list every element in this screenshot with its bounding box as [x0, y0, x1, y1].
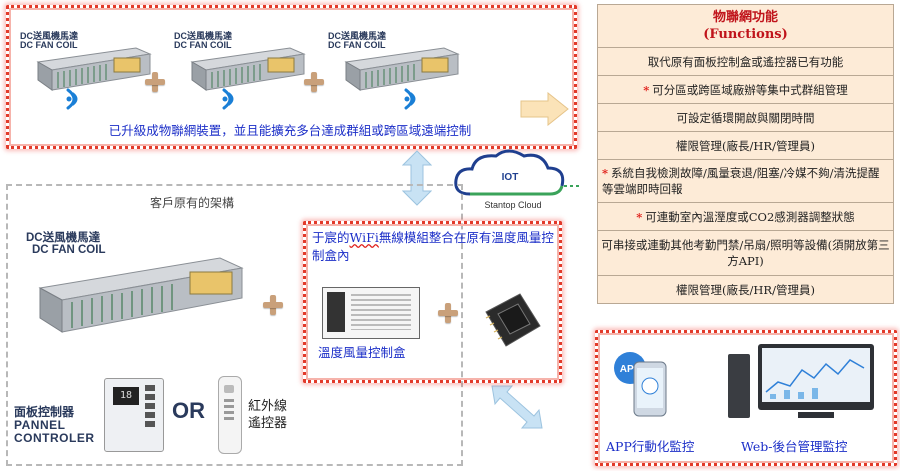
panel-label-en-2: CONTROLER — [14, 431, 95, 445]
plus-icon — [144, 71, 166, 93]
star-icon: * — [602, 166, 609, 180]
panel-display: 18 — [113, 387, 139, 405]
plus-icon — [262, 294, 284, 316]
functions-subtitle: (Functions) — [703, 27, 788, 42]
web-monitor-label: Web-後台管理監控 — [741, 439, 848, 454]
function-item: *可分區或跨區域廠辦等集中式群組管理 — [597, 75, 894, 104]
wifi-module-chip — [476, 290, 546, 354]
fan-coil-name-en: DC FAN COIL — [20, 40, 78, 51]
cloud-subtitle: Stantop Cloud — [484, 200, 542, 210]
function-item: *可連動室內溫溼度或CO2感測器調整狀態 — [597, 202, 894, 231]
panel-label-en-1: PANNEL — [14, 418, 66, 432]
web-dashboard-image — [728, 344, 878, 428]
legacy-architecture-box — [6, 184, 463, 466]
arrow-right-icon — [520, 91, 570, 130]
plus-icon — [303, 71, 325, 93]
legacy-fan-coil-image — [38, 257, 244, 333]
function-item: 權限管理(廠長/HR/管理員) — [597, 275, 894, 304]
legacy-fan-label: DC送風機馬達 DC FAN COIL — [26, 232, 105, 256]
wifi-signal-icon — [64, 86, 86, 116]
panel-label-cn: 面板控制器 — [14, 405, 75, 419]
fan-coil-name-cn: DC送風機馬達 — [20, 31, 78, 41]
cloud-icon — [454, 149, 580, 196]
function-item: 取代原有面板控制盒或遙控器已有功能 — [597, 47, 894, 76]
fan-coil-name-en: DC FAN COIL — [328, 40, 386, 51]
panel-controller: 18 — [104, 378, 164, 452]
monitoring-box — [595, 330, 897, 466]
wifi-signal-icon — [220, 86, 242, 116]
fan-coil-image — [344, 47, 460, 91]
function-item: 權限管理(廠長/HR/管理員) — [597, 131, 894, 160]
arrow-diagonal-double-icon — [490, 382, 546, 434]
phone-app-image: APP — [612, 340, 672, 420]
legacy-fan-name-en: DC FAN COIL — [32, 244, 106, 257]
ir-remote-label: 紅外線遙控器 — [248, 399, 288, 431]
fan-coil-name-cn: DC送風機馬達 — [328, 31, 386, 41]
wifi-module-box — [303, 221, 562, 383]
app-monitor-label: APP行動化監控 — [606, 439, 695, 454]
wifi-text-suffix: 無線模組整合在原有溫度風量控制盒內 — [312, 230, 554, 263]
function-item: 可串接或連動其他考勤門禁/吊扇/照明等設備(須開放第三方API) — [597, 230, 894, 276]
svg-text:APP: APP — [620, 364, 641, 375]
star-icon: * — [636, 209, 643, 224]
fan-coil-unit-3: DC送風機馬達 DC FAN COIL — [326, 14, 466, 94]
fan-coil-unit-2: DC送風機馬達 DC FAN COIL — [172, 14, 312, 94]
ir-remote — [218, 376, 242, 454]
arrow-vertical-double-icon — [401, 150, 433, 210]
wifi-text-highlight: WiFi — [349, 230, 379, 245]
fan-coil-unit-1: DC送風機馬達 DC FAN COIL — [18, 14, 158, 94]
fan-coil-image — [190, 47, 306, 91]
functions-table: 物聯網功能 (Functions) 取代原有面板控制盒或遙控器已有功能 *可分區… — [597, 4, 894, 304]
iot-cloud: IOT Stantop Cloud — [450, 148, 580, 216]
plus-icon — [437, 302, 459, 324]
panel-buttons — [145, 385, 157, 427]
fan-coil-name-cn: DC送風機馬達 — [174, 31, 232, 41]
controller-box-image — [322, 287, 420, 339]
cloud-title: IOT — [501, 172, 519, 183]
function-item: *系統自我檢測故障/風量衰退/阻塞/冷媒不夠/清洗提醒等雲端即時回報 — [597, 159, 894, 203]
fan-coil-image — [36, 47, 152, 91]
wifi-signal-icon — [402, 86, 424, 116]
wifi-text-prefix: 于宸的 — [312, 230, 350, 245]
star-icon: * — [643, 82, 650, 97]
controller-box-label: 溫度風量控制盒 — [318, 345, 406, 360]
legacy-fan-name-cn: DC送風機馬達 — [26, 232, 101, 244]
functions-title: 物聯網功能 — [712, 10, 778, 25]
function-item: 可設定循環開啟與關閉時間 — [597, 103, 894, 132]
legacy-box-title: 客戶原有的架構 — [150, 196, 235, 210]
top-box-caption: 已升級成物聯網裝置，並且能擴充多台達成群組或跨區域遠端控制 — [108, 123, 472, 138]
wifi-module-text: 于宸的WiFi無線模組整合在原有溫度風量控制盒內 — [312, 229, 554, 265]
or-label: OR — [172, 398, 205, 423]
fan-coil-name-en: DC FAN COIL — [174, 40, 232, 51]
panel-controller-label: 面板控制器 PANNEL CONTROLER — [14, 406, 95, 445]
functions-header: 物聯網功能 (Functions) — [597, 4, 894, 48]
iot-fan-coils-box — [6, 5, 577, 149]
